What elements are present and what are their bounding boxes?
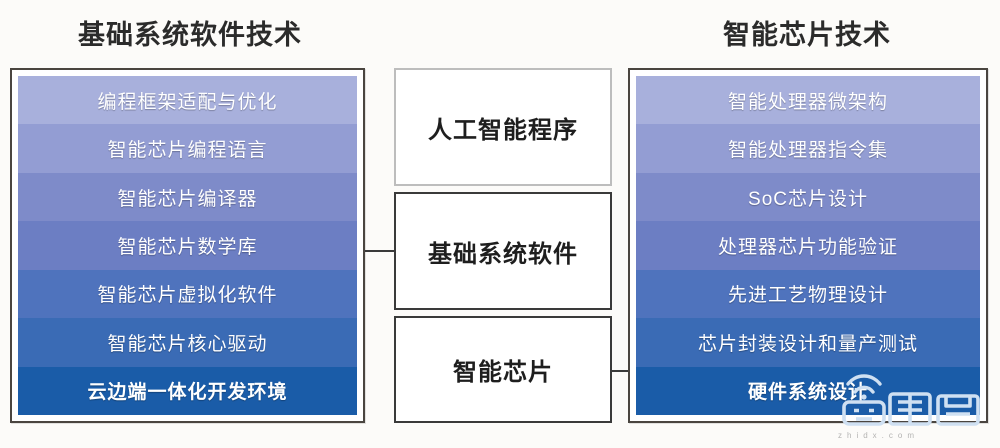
right-technology-stack-panel: 智能处理器微架构智能处理器指令集 SoC芯片设计处理器芯片功能验证先进工艺物理设计…: [628, 68, 988, 423]
left-stack-item-label: 云边端一体化开发环境: [87, 382, 288, 404]
left-technology-stack-panel: 编程框架适配与优化智能芯片编程语言智能芯片编译器智能芯片数学库智能芯片虚拟化软件…: [10, 68, 365, 423]
right-stack-item-4[interactable]: 先进工艺物理设计: [636, 269, 980, 319]
right-stack-item-0[interactable]: 智能处理器微架构: [636, 76, 980, 125]
right-stack-item-label: 硬件系统设计: [747, 382, 868, 404]
right-stack-item-3[interactable]: 处理器芯片功能验证: [636, 221, 980, 270]
watermark-subtext: zhidx.com: [838, 431, 920, 440]
left-stack-item-0[interactable]: 编程框架适配与优化: [18, 76, 357, 125]
middle-box-ai-program[interactable]: 人工智能程序: [394, 68, 612, 186]
left-stack-item-label: 智能芯片数学库: [117, 236, 258, 258]
right-stack-item-label: 先进工艺物理设计: [727, 285, 888, 307]
right-stack-list: 智能处理器微架构智能处理器指令集 SoC芯片设计处理器芯片功能验证先进工艺物理设计…: [636, 76, 980, 415]
connector-left-panel-to-system-software: [365, 250, 394, 252]
left-stack-item-label: 编程框架适配与优化: [97, 91, 278, 113]
left-stack-item-label: 智能芯片编程语言: [107, 140, 268, 162]
right-stack-item-label: 处理器芯片功能验证: [717, 236, 898, 258]
page-title-right: 智能芯片技术: [723, 20, 891, 50]
right-stack-item-label: 智能处理器微架构: [727, 91, 888, 113]
left-stack-item-2[interactable]: 智能芯片编译器: [18, 172, 357, 222]
right-stack-item-label: 智能处理器指令集: [727, 140, 888, 162]
connector-ai-chip-to-right-panel: [612, 370, 628, 372]
left-stack-list: 编程框架适配与优化智能芯片编程语言智能芯片编译器智能芯片数学库智能芯片虚拟化软件…: [18, 76, 357, 415]
left-stack-item-5[interactable]: 智能芯片核心驱动: [18, 318, 357, 367]
left-stack-item-1[interactable]: 智能芯片编程语言: [18, 124, 357, 173]
right-stack-item-label: 芯片封装设计和量产测试: [697, 333, 918, 355]
page-title-left: 基础系统软件技术: [78, 20, 302, 50]
right-stack-item-label: SoC芯片设计: [748, 188, 868, 210]
right-stack-item-2[interactable]: SoC芯片设计: [636, 172, 980, 222]
left-stack-item-label: 智能芯片编译器: [117, 188, 258, 210]
left-stack-item-3[interactable]: 智能芯片数学库: [18, 221, 357, 270]
left-stack-item-4[interactable]: 智能芯片虚拟化软件: [18, 269, 357, 319]
middle-box-system-software[interactable]: 基础系统软件: [394, 192, 612, 310]
right-stack-item-5[interactable]: 芯片封装设计和量产测试: [636, 318, 980, 367]
left-stack-item-6[interactable]: 云边端一体化开发环境: [18, 366, 357, 415]
right-stack-item-6[interactable]: 硬件系统设计: [636, 366, 980, 415]
right-stack-item-1[interactable]: 智能处理器指令集: [636, 124, 980, 173]
left-stack-item-label: 智能芯片核心驱动: [107, 333, 268, 355]
left-stack-item-label: 智能芯片虚拟化软件: [97, 285, 278, 307]
middle-box-ai-chip[interactable]: 智能芯片: [394, 316, 612, 423]
